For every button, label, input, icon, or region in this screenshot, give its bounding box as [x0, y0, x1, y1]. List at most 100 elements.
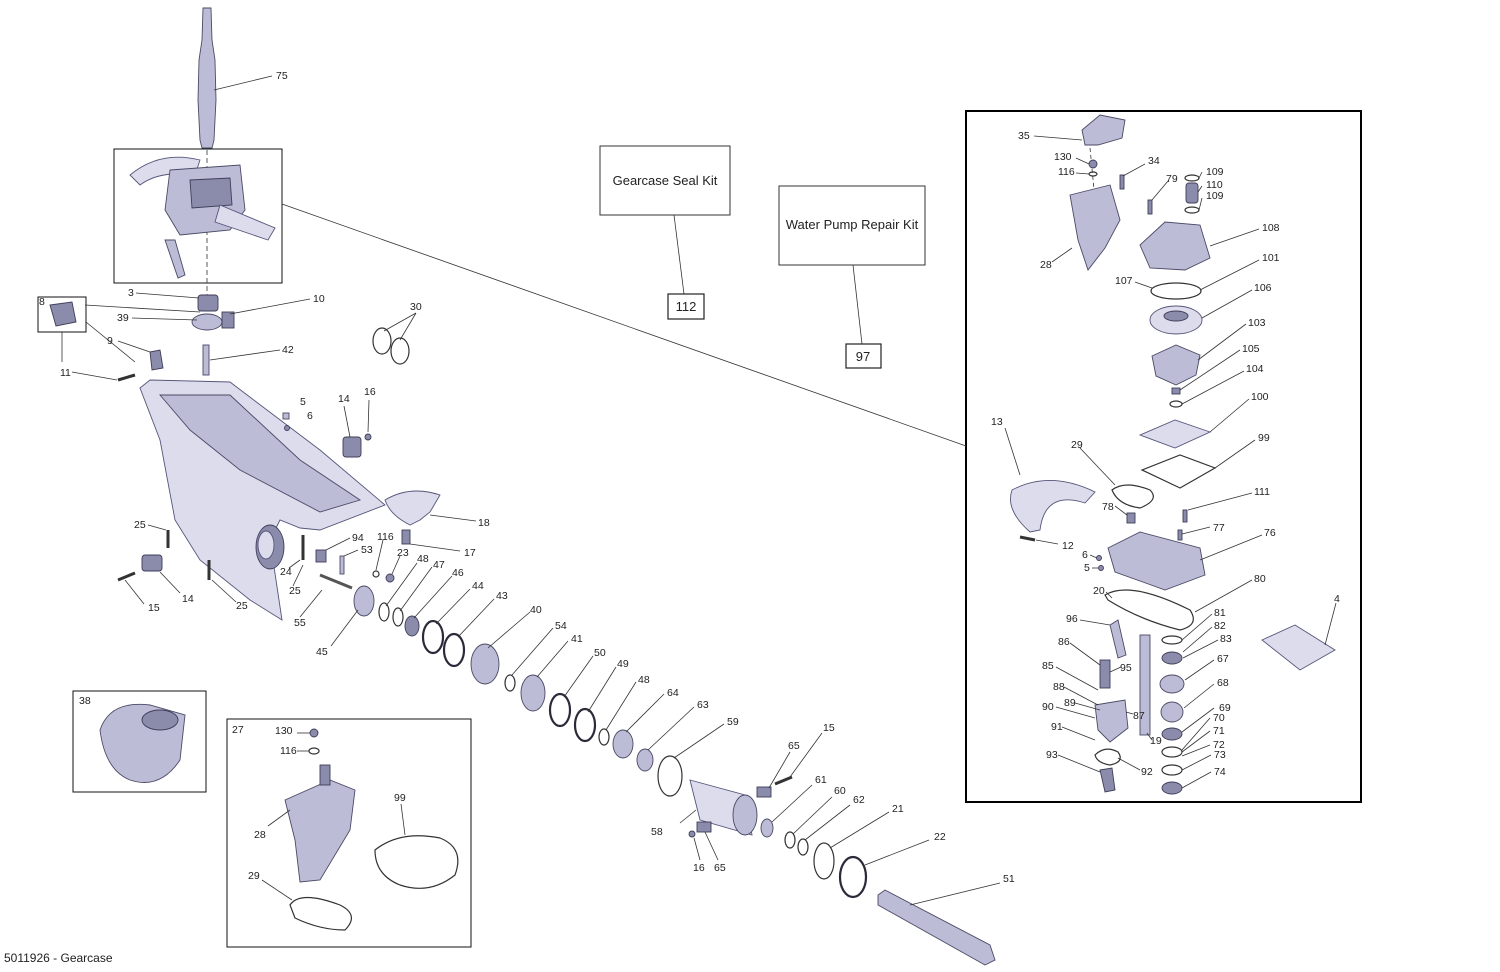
callout-r29: 29	[1071, 439, 1083, 451]
callout-r35: 35	[1018, 130, 1030, 142]
part-14b	[141, 554, 163, 572]
part-51	[877, 889, 996, 966]
callout-44: 44	[472, 580, 484, 592]
part-pinion-39	[191, 313, 223, 331]
pump-kit-ref: 97	[856, 349, 870, 364]
callout-r19: 19	[1150, 735, 1162, 747]
inset-27-frame	[226, 718, 472, 948]
part-8	[49, 301, 77, 327]
callout-r67: 67	[1217, 653, 1229, 665]
callout-59: 59	[727, 716, 739, 728]
callout-65b: 65	[714, 862, 726, 874]
callout-r13: 13	[991, 416, 1003, 428]
callout-r106: 106	[1254, 282, 1272, 294]
callout-48b: 48	[638, 674, 650, 686]
callout-r103: 103	[1248, 317, 1266, 329]
callout-r74: 74	[1214, 766, 1226, 778]
part-bearing-3	[197, 294, 219, 312]
callout-39: 39	[117, 312, 129, 324]
part-r108	[1139, 221, 1211, 271]
callout-41: 41	[571, 633, 583, 645]
part-53	[339, 555, 345, 575]
part-10	[221, 311, 235, 329]
part-55	[319, 573, 353, 590]
callout-16a: 16	[364, 386, 376, 398]
callout-40: 40	[530, 604, 542, 616]
callout-23: 23	[397, 547, 409, 559]
callout-r105: 105	[1242, 343, 1260, 355]
part-46	[404, 615, 420, 637]
seal-kit-label: Gearcase Seal Kit	[613, 173, 718, 188]
callout-r88: 88	[1053, 681, 1065, 693]
callout-r92: 92	[1141, 766, 1153, 778]
callout-29a: 29	[248, 870, 260, 882]
part-r67	[1159, 674, 1185, 694]
water-pump-repair-kit: Water Pump Repair Kit 97	[778, 185, 926, 369]
part-r116	[1088, 171, 1098, 177]
callout-94: 94	[352, 532, 364, 544]
part-65b	[696, 821, 712, 833]
part-r103	[1151, 344, 1201, 386]
callout-64: 64	[667, 687, 679, 699]
part-r109b	[1184, 206, 1200, 214]
callout-62: 62	[853, 794, 865, 806]
part-14a	[342, 436, 362, 458]
part-45	[353, 585, 375, 617]
callout-r5: 5	[1084, 562, 1090, 574]
callout-53: 53	[361, 544, 373, 556]
callout-116a: 116	[377, 531, 394, 543]
callout-130a: 130	[275, 725, 293, 737]
callout-r82: 82	[1214, 620, 1226, 632]
callout-r79: 79	[1166, 173, 1178, 185]
callout-60: 60	[834, 785, 846, 797]
callout-r95: 95	[1120, 662, 1132, 674]
part-r76	[1107, 531, 1206, 591]
callout-61: 61	[815, 774, 827, 786]
callout-46: 46	[452, 567, 464, 579]
part-11	[117, 373, 136, 382]
seal-kit-ref: 112	[676, 299, 697, 314]
part-63	[636, 748, 654, 772]
callout-22: 22	[934, 831, 946, 843]
part-r77	[1177, 529, 1183, 541]
callout-r6: 6	[1082, 549, 1088, 561]
part-43	[442, 632, 466, 668]
callout-55: 55	[294, 617, 306, 629]
part-r4	[1261, 624, 1336, 671]
part-r83	[1161, 651, 1183, 665]
part-r130	[1088, 159, 1098, 169]
part-r99	[1140, 454, 1217, 489]
callout-21: 21	[892, 803, 904, 815]
part-49	[573, 707, 597, 743]
callout-r110: 110	[1206, 179, 1223, 191]
part-r6	[1096, 555, 1102, 561]
callout-5: 5	[300, 396, 306, 408]
callout-r91: 91	[1051, 721, 1063, 733]
part-r105	[1171, 387, 1181, 395]
part-64	[612, 729, 634, 759]
part-9	[149, 349, 164, 371]
callout-58: 58	[651, 826, 663, 838]
callout-r109b: 109	[1206, 190, 1224, 202]
callout-45: 45	[316, 646, 328, 658]
part-r96	[1109, 619, 1127, 659]
part-r79	[1147, 199, 1153, 215]
inset-27-label: 27	[232, 724, 244, 736]
part-15a	[117, 571, 136, 582]
part-r109a	[1184, 174, 1200, 182]
part-r19	[1139, 634, 1151, 736]
part-15b	[774, 775, 793, 786]
callout-r99: 99	[1258, 432, 1270, 444]
part-21	[813, 842, 835, 880]
part-r111	[1182, 509, 1188, 523]
callout-r116: 116	[1058, 166, 1075, 178]
callout-6: 6	[307, 410, 313, 422]
callout-43: 43	[496, 590, 508, 602]
callout-30: 30	[410, 301, 422, 313]
inset-38-label: 38	[79, 695, 91, 707]
water-pump-detail-frame	[965, 110, 1362, 803]
callout-r107: 107	[1115, 275, 1133, 287]
callout-116b: 116	[280, 745, 297, 757]
callout-17: 17	[464, 547, 476, 559]
callout-75: 75	[276, 70, 288, 82]
